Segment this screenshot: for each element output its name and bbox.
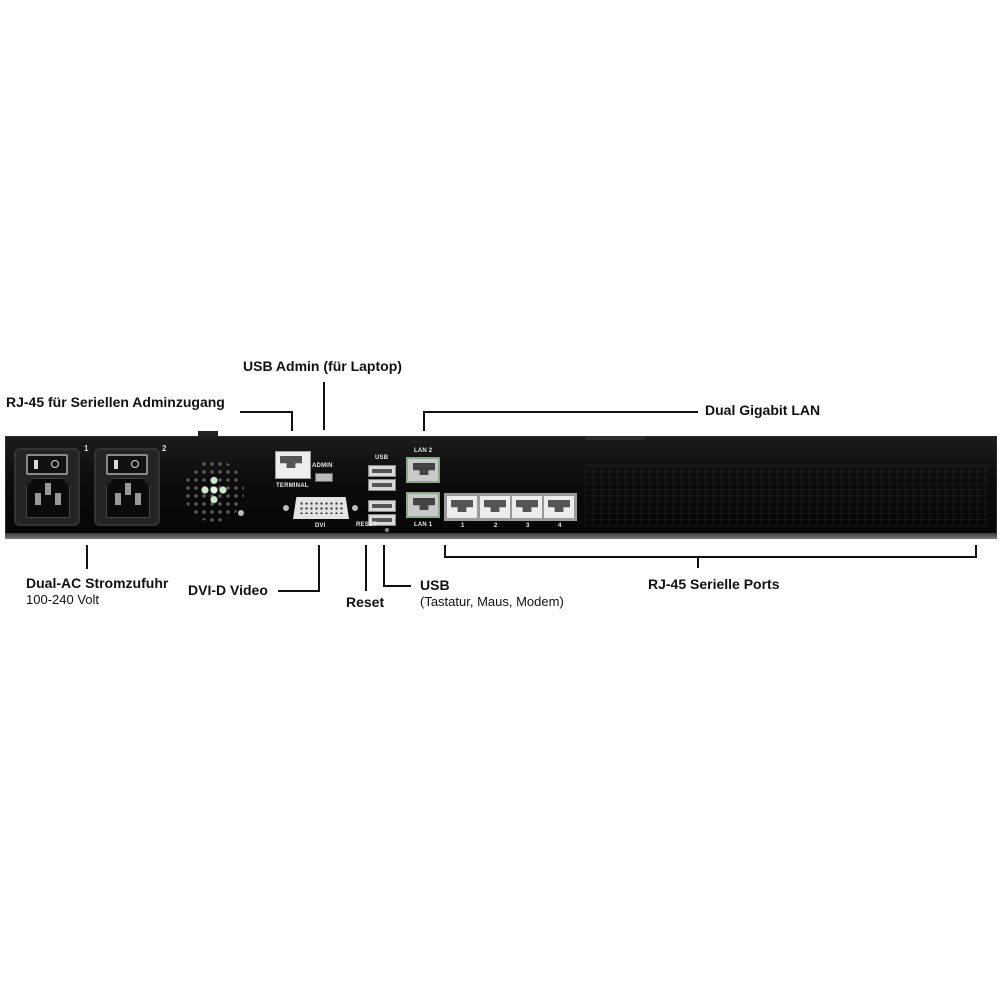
serial-port-2[interactable] — [479, 495, 511, 519]
usb-leader-h — [383, 585, 411, 587]
usb-admin-label: USB Admin (für Laptop) — [243, 358, 402, 374]
usb-port-1[interactable] — [368, 465, 396, 477]
usb-label: USB — [420, 577, 450, 593]
lan-leader-v — [423, 411, 425, 431]
device-bottom-edge — [5, 533, 997, 539]
dual-ac-power-label: Dual-AC Stromzufuhr — [26, 575, 169, 591]
reset-label: Reset — [346, 594, 385, 610]
dvi-leader-v — [318, 545, 320, 592]
dual-ac-leader — [86, 545, 88, 569]
power-inlet-1[interactable] — [14, 448, 80, 526]
lan2-port[interactable] — [406, 457, 440, 483]
dual-ac-voltage-label: 100-240 Volt — [26, 592, 100, 607]
lan1-port[interactable] — [406, 492, 440, 518]
dvi-leader-h — [278, 590, 320, 592]
screw — [352, 505, 358, 511]
pin — [45, 483, 51, 495]
inlet-2-number: 2 — [162, 444, 167, 453]
serial-port-3[interactable] — [511, 495, 543, 519]
ventilation-texture — [585, 465, 990, 527]
power-inlet-2[interactable] — [94, 448, 160, 526]
usb-sub-label: (Tastatur, Maus, Modem) — [420, 594, 564, 609]
serial-ports-bracket-h — [444, 556, 977, 558]
rj45-admin-leader-v — [291, 411, 293, 431]
pin — [125, 483, 131, 495]
top-tab — [198, 431, 218, 437]
reset-leader — [365, 545, 367, 591]
serial-ports-bracket-left — [444, 545, 446, 558]
screw — [283, 505, 289, 511]
terminal-port-label: TERMINAL — [276, 483, 309, 489]
rj45-serial-admin-label: RJ-45 für Seriellen Adminzugang — [6, 394, 225, 410]
usb-admin-leader — [323, 382, 325, 430]
top-tab-right — [585, 436, 645, 440]
iec-socket-1[interactable] — [26, 478, 70, 518]
pin — [135, 493, 141, 505]
pin — [55, 493, 61, 505]
terminal-rj45-port[interactable] — [275, 451, 311, 479]
serial-ports-bracket-right — [975, 545, 977, 558]
usb-port-4[interactable] — [368, 514, 396, 526]
inlet-1-number: 1 — [84, 444, 89, 453]
usb-leader-v — [383, 545, 385, 587]
serial-port-1[interactable] — [446, 495, 478, 519]
admin-port-label: ADMIN — [312, 463, 333, 469]
dvi-port[interactable] — [293, 497, 349, 519]
pin — [35, 493, 41, 505]
serial-port-4-number: 4 — [558, 523, 562, 529]
dvi-port-label: DVI — [315, 523, 326, 529]
serial-port-2-number: 2 — [494, 523, 498, 529]
reset-port-label: RESET — [356, 522, 378, 528]
dual-gigabit-lan-label: Dual Gigabit LAN — [705, 402, 821, 418]
rj45-serial-ports-label: RJ-45 Serielle Ports — [648, 576, 780, 592]
admin-mini-usb-port[interactable] — [315, 473, 333, 482]
serial-port-4[interactable] — [543, 495, 575, 519]
lan2-label: LAN 2 — [414, 448, 433, 454]
screw — [238, 510, 244, 516]
iec-socket-2[interactable] — [106, 478, 150, 518]
serial-port-1-number: 1 — [461, 523, 465, 529]
serial-ports-bracket-center — [697, 556, 699, 568]
fan-hub — [199, 474, 229, 506]
usb-port-2[interactable] — [368, 479, 396, 491]
serial-port-3-number: 3 — [526, 523, 530, 529]
reset-button[interactable] — [385, 528, 389, 532]
power-switch-1[interactable] — [26, 454, 68, 475]
lan-leader-h — [423, 411, 698, 413]
pin — [115, 493, 121, 505]
lan1-label: LAN 1 — [414, 522, 433, 528]
usb-port-3[interactable] — [368, 500, 396, 512]
usb-port-label: USB — [375, 455, 389, 461]
dvi-d-video-label: DVI-D Video — [188, 582, 268, 598]
power-switch-2[interactable] — [106, 454, 148, 475]
rj45-admin-leader-h — [240, 411, 293, 413]
